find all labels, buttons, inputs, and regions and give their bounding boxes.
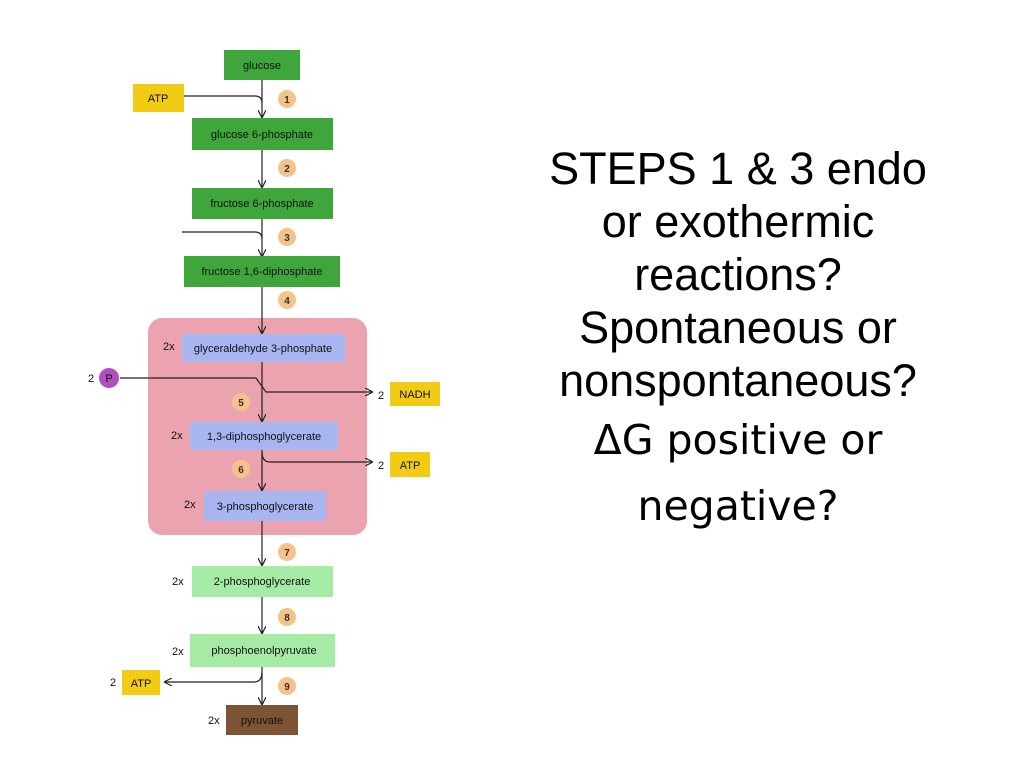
phosphate-input: 2 P	[88, 368, 119, 388]
multiplier-bpg: 2x	[171, 430, 183, 442]
nadh-multiplier: 2	[378, 390, 384, 402]
atp-output-step6: 2 ATP	[378, 452, 430, 477]
atp-input-label: ATP	[148, 93, 169, 105]
arrow-atp-in-step3	[182, 231, 263, 240]
node-glucose-label: glucose	[243, 60, 281, 72]
question-text: STEPS 1 & 3 endo or exothermic reactions…	[470, 142, 1006, 539]
node-pyruvate-label: pyruvate	[241, 715, 283, 727]
node-f16dp-label: fructose 1,6-diphosphate	[201, 266, 322, 278]
step-3-marker: 3	[278, 228, 296, 246]
node-phosphoenolpyruvate: phosphoenolpyruvate	[190, 634, 335, 667]
node-bpg-label: 1,3-diphosphoglycerate	[207, 431, 321, 443]
multiplier-2pg: 2x	[172, 576, 184, 588]
node-g3p-label: glyceraldehyde 3-phosphate	[194, 343, 332, 355]
step-2-marker: 2	[278, 159, 296, 177]
node-3pg-label: 3-phosphoglycerate	[217, 501, 314, 513]
question-line-2: or exothermic	[601, 196, 875, 247]
question-line-1: STEPS 1 & 3 endo	[549, 143, 927, 194]
multiplier-g3p: 2x	[163, 341, 175, 353]
atp-input-step1: ATP	[133, 84, 184, 112]
step-9-marker: 9	[278, 677, 296, 695]
node-glyceraldehyde-3-phosphate: glyceraldehyde 3-phosphate	[182, 334, 345, 362]
node-2pg-label: 2-phosphoglycerate	[214, 576, 311, 588]
step-6-number: 6	[238, 465, 244, 476]
step-4-number: 4	[284, 296, 290, 307]
phosphate-multiplier: 2	[88, 373, 94, 385]
step-7-number: 7	[284, 548, 290, 559]
node-2-phosphoglycerate: 2-phosphoglycerate	[192, 566, 333, 597]
node-pyruvate: pyruvate	[226, 705, 298, 735]
atp-output-step6-label: ATP	[400, 460, 421, 472]
step-1-number: 1	[284, 95, 290, 106]
phosphate-label: P	[105, 373, 112, 385]
nadh-output: 2 NADH	[378, 382, 440, 406]
node-1-3-diphosphoglycerate: 1,3-diphosphoglycerate	[190, 422, 338, 450]
node-glucose: glucose	[224, 50, 300, 80]
step-9-number: 9	[284, 682, 290, 693]
arrow-atp-in-step1	[184, 95, 263, 104]
step-7-marker: 7	[278, 543, 296, 561]
arrow-atp-out-step6	[261, 451, 372, 462]
multiplier-pyruvate: 2x	[208, 715, 220, 727]
phosphate-icon	[99, 368, 119, 388]
step-1-marker: 1	[278, 90, 296, 108]
question-line-5: nonspontaneous?	[559, 355, 917, 406]
step-5-number: 5	[238, 398, 244, 409]
node-3-phosphoglycerate: 3-phosphoglycerate	[204, 491, 326, 521]
atp-output-step9-label: ATP	[131, 678, 152, 690]
step-4-marker: 4	[278, 291, 296, 309]
node-f6p-label: fructose 6-phosphate	[210, 198, 313, 210]
node-glucose-6-phosphate: glucose 6-phosphate	[192, 118, 333, 150]
atp-output-step6-multiplier: 2	[378, 460, 384, 472]
question-line-7: negative?	[637, 482, 839, 530]
question-line-4: Spontaneous or	[579, 302, 897, 353]
atp-output-step9-multiplier: 2	[110, 677, 116, 689]
step-6-marker: 6	[232, 460, 250, 478]
atp-output-step9: 2 ATP	[110, 670, 160, 695]
step-8-number: 8	[284, 613, 290, 624]
node-pep-label: phosphoenolpyruvate	[211, 645, 316, 657]
step-8-marker: 8	[278, 608, 296, 626]
step-2-number: 2	[284, 164, 290, 175]
node-g6p-label: glucose 6-phosphate	[211, 129, 313, 141]
arrow-atp-out-step9	[165, 671, 263, 682]
glycolysis-diagram: glucose glucose 6-phosphate fructose 6-p…	[88, 50, 440, 735]
node-fructose-1-6-diphosphate: fructose 1,6-diphosphate	[184, 256, 340, 287]
step-3-number: 3	[284, 233, 290, 244]
question-line-3: reactions?	[634, 249, 842, 300]
arrow-phosphate-to-nadh	[120, 377, 372, 392]
multiplier-pep: 2x	[172, 646, 184, 658]
question-line-6: ΔG positive or	[593, 416, 883, 464]
nadh-label: NADH	[399, 389, 430, 401]
multiplier-3pg: 2x	[184, 499, 196, 511]
step-5-marker: 5	[232, 393, 250, 411]
node-fructose-6-phosphate: fructose 6-phosphate	[192, 188, 333, 219]
